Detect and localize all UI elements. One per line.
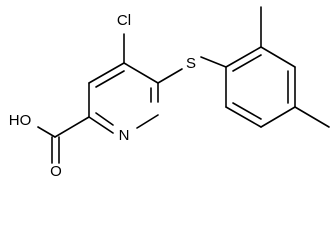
bond-c3-c4-inner	[95, 70, 125, 88]
sulfur-label: S	[186, 55, 196, 72]
bond-methyl-para	[294, 106, 330, 128]
bond-ar-2	[260, 46, 296, 68]
bond-c3-c4	[88, 62, 125, 84]
bond-c6-s	[157, 68, 183, 84]
bond-s-c1prime	[200, 56, 227, 68]
bond-ar-inner-3	[232, 102, 262, 120]
carbonyl-oxygen-label: O	[50, 163, 62, 177]
pyridine-ring	[88, 62, 159, 134]
bond-ar-inner-1	[232, 54, 262, 72]
chlorine-label: Cl	[117, 12, 131, 29]
bond-ar-5	[225, 106, 262, 128]
bond-c4-c5	[123, 62, 159, 84]
bond-c2-n	[88, 116, 114, 134]
bond-c2-n-inner	[95, 112, 114, 126]
molecule-drawing: Cl S N HO O	[9, 6, 330, 177]
nitrogen-label: N	[119, 127, 130, 144]
bond-n-c6	[136, 114, 159, 129]
bond-ar-1	[225, 46, 262, 68]
hydroxyl-label: HO	[9, 112, 32, 129]
bond-ar-4	[260, 106, 296, 128]
bond-carboxyl-oh	[37, 126, 56, 138]
bond-c3-carboxyl	[54, 116, 90, 138]
benzene-ring	[225, 46, 296, 128]
structure-diagram: Cl S N HO O	[9, 6, 330, 177]
